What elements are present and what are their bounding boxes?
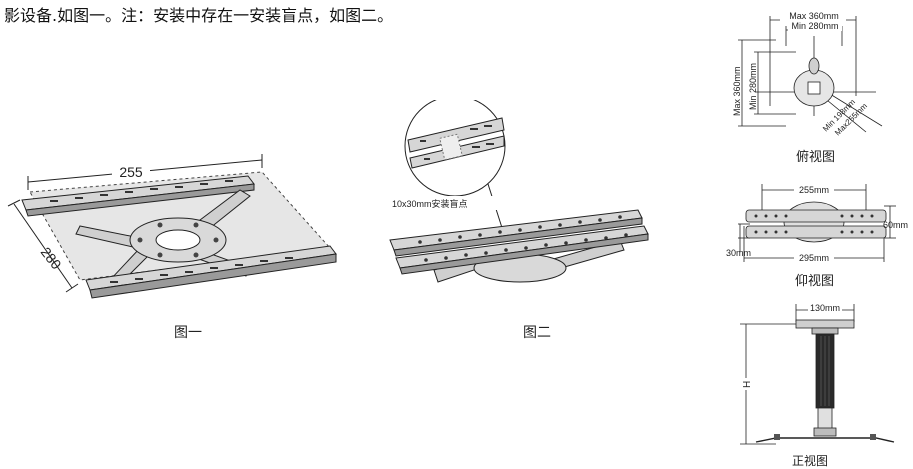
center-hub	[129, 217, 227, 263]
blind-spot-label-bg	[390, 196, 502, 210]
top-width-bg	[808, 302, 842, 313]
front-height-label: H	[742, 381, 753, 388]
blind-spot-label: 10x30mm安装盲点	[392, 198, 468, 209]
bottom-outer-width: 295mm	[799, 253, 829, 263]
bottom-view-drawing: 255mm 295mm 60mm 30mm	[726, 184, 908, 264]
max-width-bg	[780, 10, 846, 21]
figure1-drawing: 255 280	[7, 154, 337, 299]
bottom-rail: 30mm	[726, 248, 751, 258]
width-label: 255	[119, 164, 143, 180]
top-center-square	[807, 81, 821, 95]
bracket-foot-right	[870, 434, 876, 440]
rail-slots	[50, 180, 293, 283]
rail-holes	[418, 215, 628, 262]
front-view-caption: 正视图	[792, 454, 829, 468]
inner-width-bg	[794, 184, 834, 196]
h-label-bg	[740, 378, 752, 390]
top-min-height: Min 280mm	[748, 63, 758, 110]
top-view-drawing: Max 360mm Min 280mm Max 360mm Min 280mm …	[732, 10, 883, 137]
outer-width-bg	[794, 252, 834, 264]
top-post	[808, 57, 820, 75]
inner-tube	[817, 407, 833, 431]
magnifier-detail	[404, 100, 506, 197]
intro-text: 影设备.如图一。注：安装中存在一安装盲点，如图二。	[4, 6, 394, 25]
bracket-foot-left	[774, 434, 780, 440]
bottom-view-caption: 仰视图	[795, 274, 835, 289]
figure1-caption: 图一	[174, 325, 202, 341]
bottom-height: 60mm	[883, 220, 908, 230]
width-label-bg	[112, 164, 150, 180]
depth-label: 280	[38, 244, 65, 272]
bracket-arms	[755, 437, 895, 443]
depth-dimension	[7, 199, 79, 293]
rails	[389, 209, 649, 275]
front-top-width: 130mm	[810, 303, 840, 313]
rear-rail	[21, 175, 255, 217]
min-width-bg	[788, 21, 842, 31]
bottom-rail-bottom	[745, 225, 887, 239]
top-min-width: Min 280mm	[791, 21, 838, 31]
top-view-caption: 俯视图	[796, 150, 836, 165]
tilt-joint	[813, 427, 837, 437]
ceiling-plate	[795, 319, 855, 329]
bottom-rail-holes	[754, 214, 874, 234]
top-max-width: Max 360mm	[789, 11, 839, 21]
bottom-rail-top	[745, 209, 887, 223]
bottom-inner-width: 255mm	[799, 185, 829, 195]
figure2-caption: 图二	[523, 325, 551, 341]
figure2-drawing: 10x30mm安装盲点	[389, 100, 649, 283]
top-max-height: Max 360mm	[732, 66, 742, 116]
plate-joint	[811, 327, 839, 335]
pole-lines	[820, 336, 830, 406]
front-view-drawing: 130mm H	[740, 302, 895, 445]
